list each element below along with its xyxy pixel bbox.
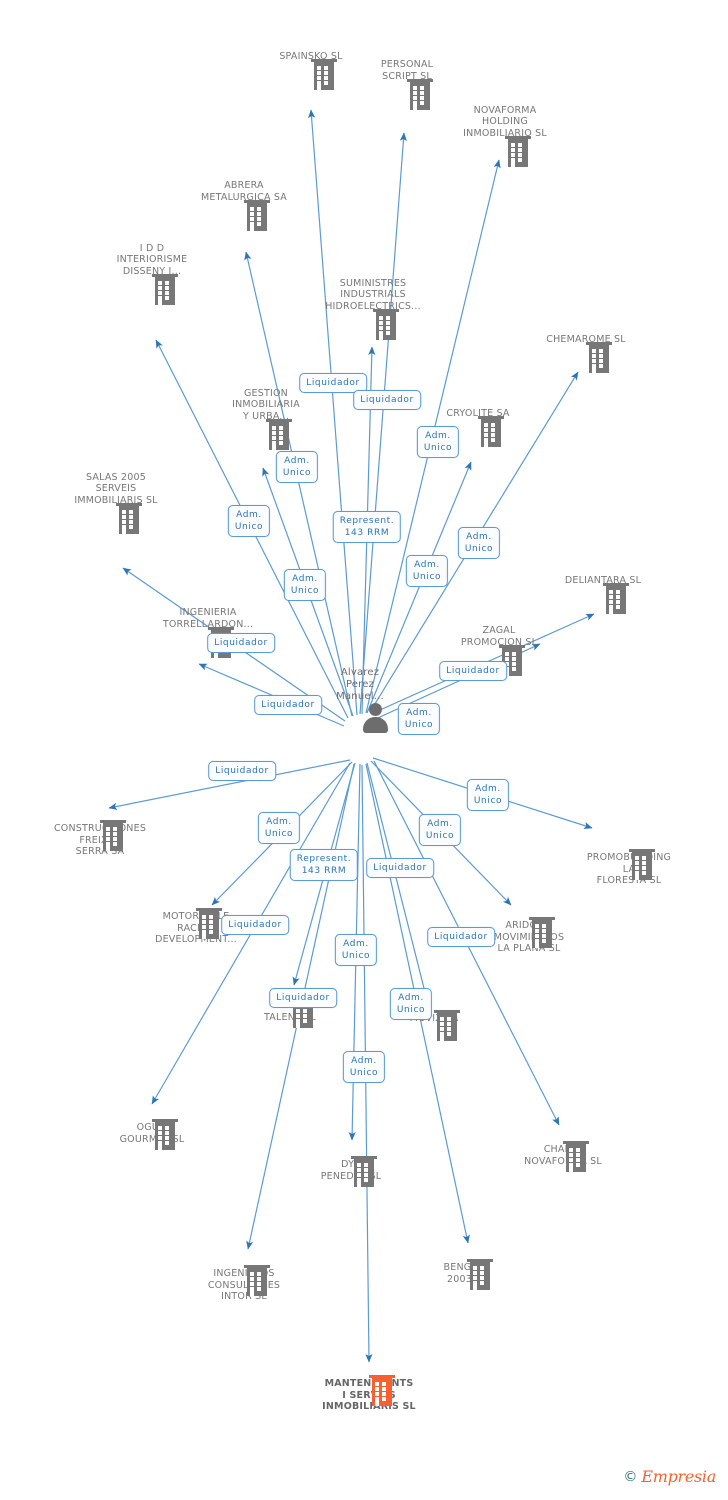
company-node-ingenieria_torr[interactable]: INGENIERIA TORRELLARDON... (148, 607, 268, 658)
company-node-abrera[interactable]: ABRERA METALURGICA SA (184, 180, 304, 231)
company-node-gestion_inmo[interactable]: GESTION INMOBILIARIA Y URBA... (206, 387, 326, 450)
company-label: GESTION INMOBILIARIA Y URBA... (232, 387, 300, 422)
company-node-ingenieros[interactable]: INGENIEROS CONSULTORES INTOR SL (184, 1265, 304, 1303)
company-node-chemarome[interactable]: CHEMAROME SL (526, 333, 646, 373)
company-node-construcciones[interactable]: CONSTRUCCIONES FREIXAS SERRA SA (40, 820, 160, 858)
company-label: SPAINSKO SL (279, 50, 343, 62)
company-label: INGENIERIA TORRELLARDON... (162, 607, 254, 630)
company-label: OGUM GOURMET SL (119, 1122, 185, 1145)
company-node-spainsko[interactable]: SPAINSKO SL (251, 50, 371, 90)
company-label: BENGALA 2003 SL (443, 1262, 491, 1285)
relation-label-r06[interactable]: Represent. 143 RRM (332, 511, 402, 543)
company-label: CRYOLITE SA (446, 407, 510, 419)
relation-label-r07[interactable]: Adm. Unico (457, 527, 501, 559)
company-node-novaforma_hold[interactable]: NOVAFORMA HOLDING INMOBILIARIO SL (445, 104, 565, 167)
company-node-ogum[interactable]: OGUM GOURMET SL (92, 1119, 212, 1150)
relation-label-r04[interactable]: Adm. Unico (275, 451, 319, 483)
company-node-suministres[interactable]: SUMINISTRES INDUSTRIALS HIDROELECTRICS..… (313, 277, 433, 340)
company-label: CHALET NOVAFORMA SL (524, 1144, 602, 1167)
company-label: ZAGAL PROMOCION SL (460, 625, 538, 648)
company-node-personal_script[interactable]: PERSONAL SCRIPT SL (347, 59, 467, 110)
relation-label-r11[interactable]: Liquidador (439, 661, 507, 681)
company-label: INGENIEROS CONSULTORES INTOR SL (207, 1268, 281, 1302)
company-label: ABRERA METALURGICA SA (201, 180, 287, 203)
person-node-center[interactable]: Alvarez Perez Manuel... (300, 667, 420, 733)
relation-label-r16[interactable]: Adm. Unico (257, 812, 301, 844)
company-label: I D D INTERIORISME DISSENY I... (116, 242, 188, 277)
company-label: MOTORCYCLE RACING DEVELOPMENT... (155, 911, 237, 945)
company-node-deliantara[interactable]: DELIANTARA SL (543, 574, 663, 614)
relation-label-r02[interactable]: Liquidador (353, 390, 421, 410)
company-node-zagal[interactable]: ZAGAL PROMOCION SL (439, 625, 559, 676)
company-label: MANTENIMENTS I SERVEIS INMOBILIARIS SL (322, 1378, 416, 1412)
company-node-aridos[interactable]: ARIDOS Y MOVIMIENTOS LA PLANA SL (469, 917, 589, 955)
person-label: Alvarez Perez Manuel... (336, 667, 384, 702)
relation-label-r12[interactable]: Liquidador (254, 695, 322, 715)
company-node-promobuilding[interactable]: PROMOBUILDING LA FLORESTA SL (569, 849, 689, 887)
company-node-dyv[interactable]: DYV PENEDES SL (291, 1156, 411, 1187)
relation-label-r23[interactable]: Liquidador (269, 988, 337, 1008)
company-label: DYV PENEDES SL (320, 1159, 382, 1182)
relation-label-r17[interactable]: Adm. Unico (418, 814, 462, 846)
company-node-idd[interactable]: I D D INTERIORISME DISSENY I... (92, 242, 212, 305)
copyright-symbol: © (623, 1468, 638, 1485)
company-label: CONSTRUCCIONES FREIXAS SERRA SA (53, 823, 147, 857)
relation-label-r13[interactable]: Adm. Unico (397, 703, 441, 735)
company-node-manteniments[interactable]: MANTENIMENTS I SERVEIS INMOBILIARIS SL (309, 1375, 429, 1413)
company-label: SUMINISTRES INDUSTRIALS HIDROELECTRICS..… (325, 277, 421, 312)
company-label: DELIANTARA SL (564, 574, 642, 586)
company-node-bengala[interactable]: BENGALA 2003 SL (407, 1259, 527, 1290)
relation-label-r18[interactable]: Represent. 143 RRM (289, 849, 359, 881)
company-node-chalet[interactable]: CHALET NOVAFORMA SL (503, 1141, 623, 1172)
company-node-cryolite[interactable]: CRYOLITE SA (418, 407, 538, 447)
relation-label-r21[interactable]: Liquidador (427, 927, 495, 947)
watermark: © Empresia (623, 1467, 716, 1486)
relation-label-r22[interactable]: Adm. Unico (334, 934, 378, 966)
company-label: PROMOBUILDING LA FLORESTA SL (586, 852, 672, 886)
relation-label-r08[interactable]: Adm. Unico (283, 569, 327, 601)
relation-label-r19[interactable]: Liquidador (366, 858, 434, 878)
relation-label-r09[interactable]: Adm. Unico (405, 555, 449, 587)
relation-label-r10[interactable]: Liquidador (207, 633, 275, 653)
relation-label-r05[interactable]: Adm. Unico (227, 505, 271, 537)
company-node-motorcycle[interactable]: MOTORCYCLE RACING DEVELOPMENT... (136, 908, 256, 946)
company-node-salas2005[interactable]: SALAS 2005 SERVEIS IMMOBILIARIS SL (56, 471, 176, 534)
relation-label-r14[interactable]: Liquidador (208, 761, 276, 781)
relation-label-r03[interactable]: Adm. Unico (416, 426, 460, 458)
company-label: SALAS 2005 SERVEIS IMMOBILIARIS SL (74, 471, 158, 506)
brand-name: Empresia (641, 1467, 716, 1486)
company-label: NOVAFORMA HOLDING INMOBILIARIO SL (463, 104, 547, 139)
relation-label-r15[interactable]: Adm. Unico (466, 779, 510, 811)
relation-label-r01[interactable]: Liquidador (299, 373, 367, 393)
company-label: PERSONAL SCRIPT SL (380, 59, 434, 82)
relation-label-r20[interactable]: Liquidador (221, 915, 289, 935)
relation-label-r24[interactable]: Adm. Unico (389, 988, 433, 1020)
relation-label-r25[interactable]: Adm. Unico (342, 1051, 386, 1083)
company-label: CHEMAROME SL (546, 333, 626, 345)
